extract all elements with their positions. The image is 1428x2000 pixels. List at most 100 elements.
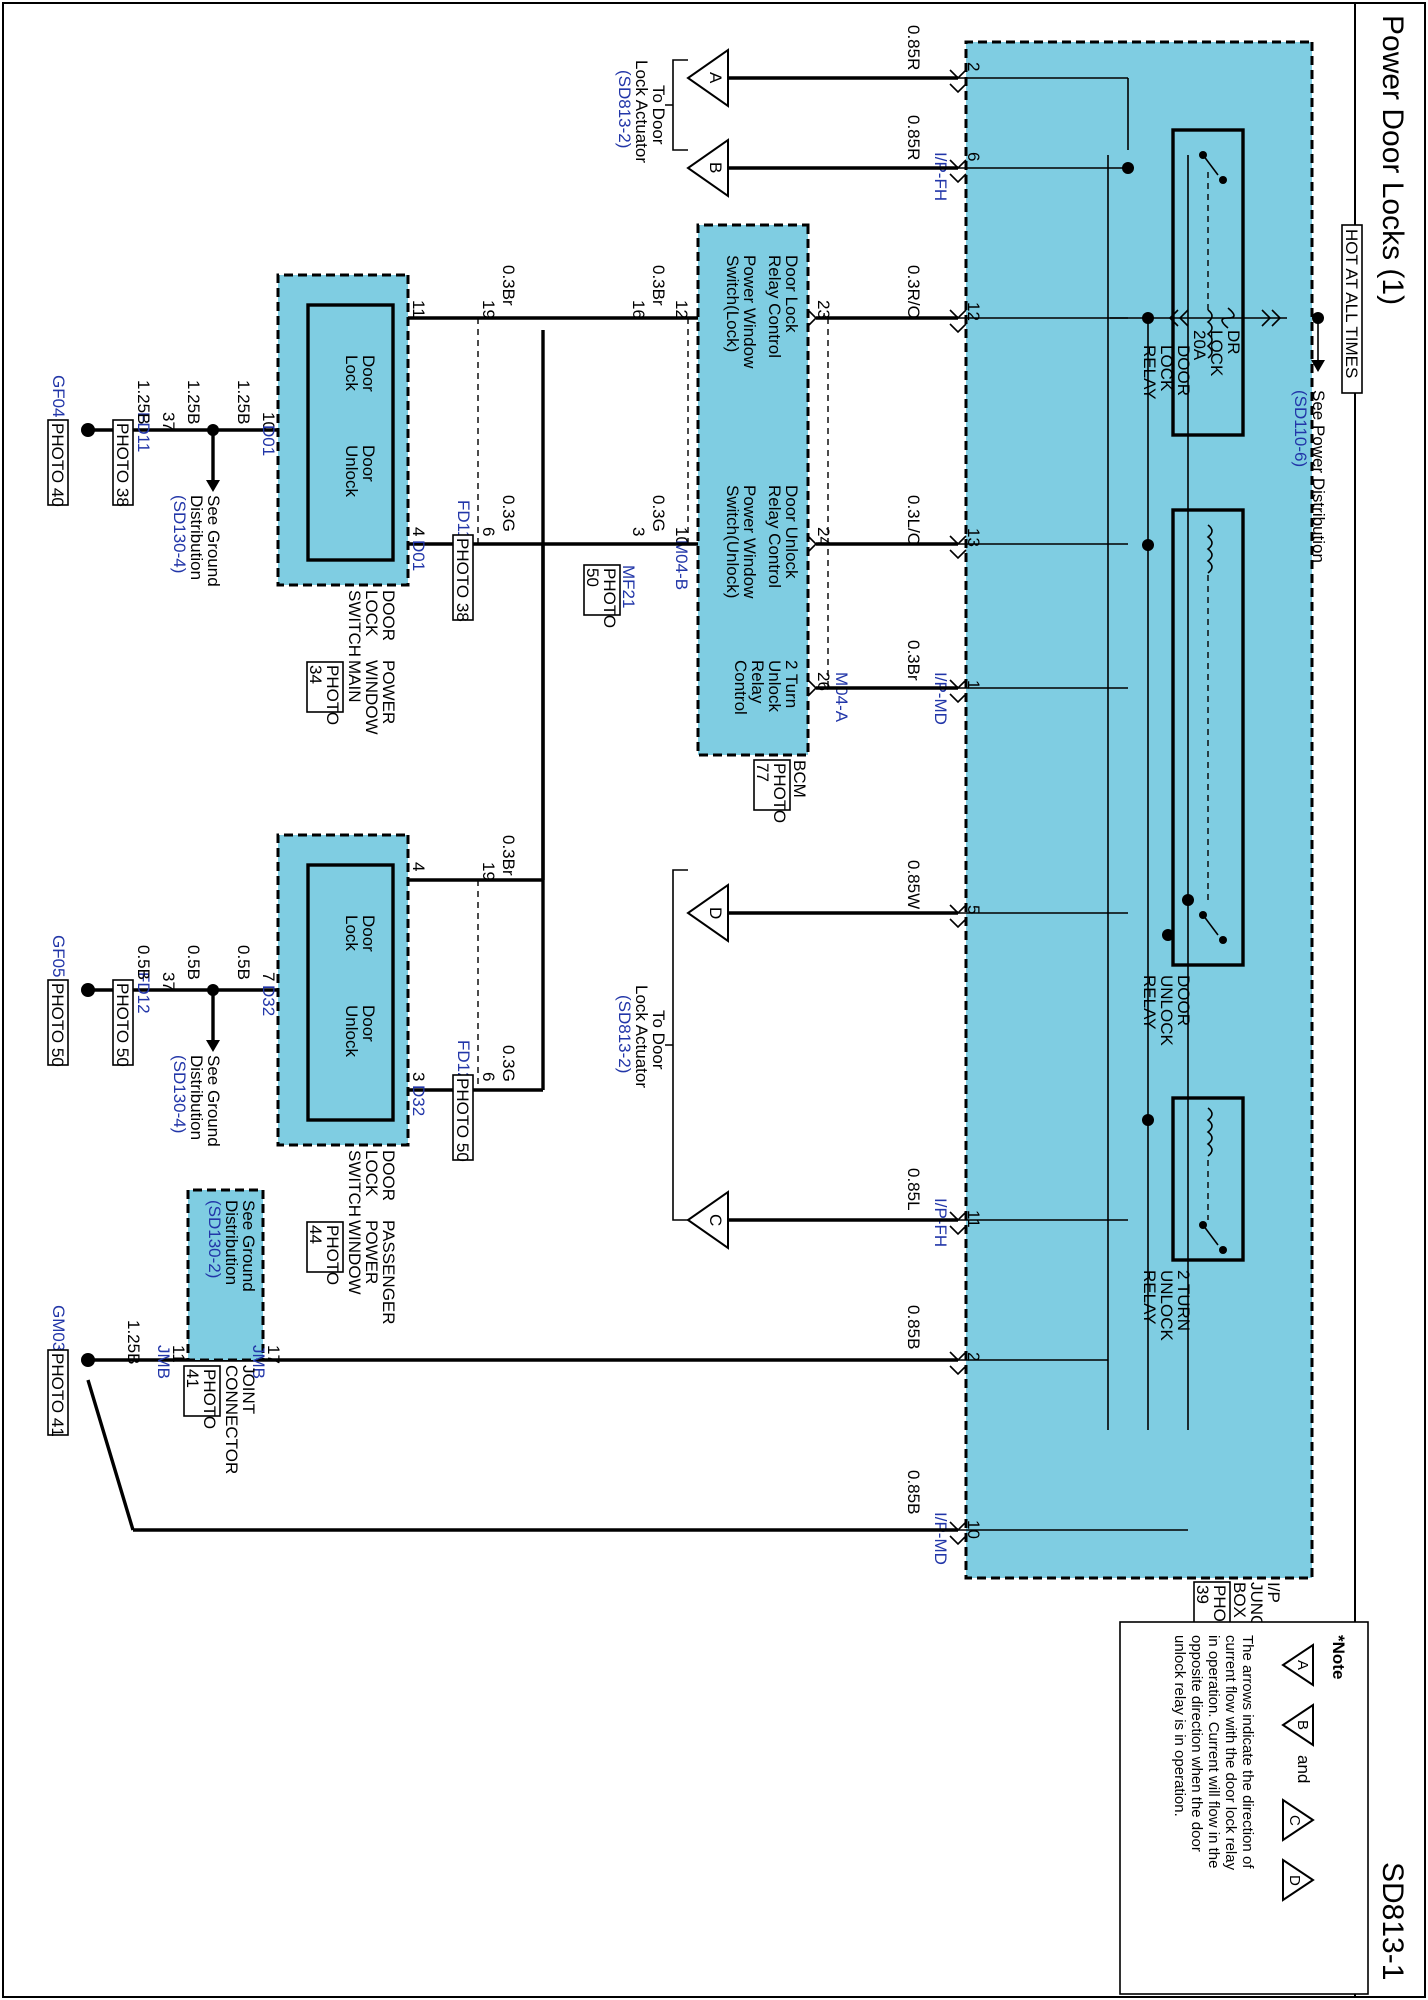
bcm-line: Control [731, 660, 750, 715]
bcm-module [696, 223, 810, 757]
wire-label: 0.3Br [649, 265, 668, 306]
pin-number: 2 [964, 1352, 983, 1361]
main-switch-inner [306, 303, 395, 562]
fd12-photo: PHOTO 50 [113, 983, 132, 1067]
relay-coil [1206, 309, 1213, 359]
wire-label: 1.25B [184, 380, 203, 424]
joint-ground-text: See Ground [239, 1200, 258, 1292]
actuator-label: Lock Actuator [632, 60, 651, 163]
hot-label-tag [1341, 224, 1363, 394]
wire-label: 0.3Br [499, 265, 518, 306]
pin-number: 2 [964, 62, 983, 71]
bcm-line: Relay Control [765, 485, 784, 588]
ground-dist-label: Distribution [187, 1055, 206, 1140]
two-turn-relay-label: 2 TURN [1174, 1270, 1193, 1331]
splice [1142, 312, 1154, 324]
connector-label: FD12 [134, 972, 153, 1014]
connector-label: I/P-MD [931, 1512, 950, 1565]
wire-label: 0.3G [649, 495, 668, 532]
bcm-photo: PHOTO [770, 763, 789, 823]
connector-label: FD11 [134, 412, 153, 452]
wire-label: 1.25B [134, 380, 153, 424]
pin-chevron [949, 904, 967, 929]
wire-label: 0.3G [499, 495, 518, 532]
relay-switch [1202, 914, 1219, 936]
relay-switch [1202, 1224, 1219, 1246]
door-lock-relay [1171, 128, 1245, 437]
actuator-arrow-d: D [686, 883, 729, 943]
door-unlock-relay-label: UNLOCK [1157, 975, 1176, 1047]
ground-label: GF05 [49, 935, 68, 978]
pin-number: 3 [629, 527, 648, 536]
passenger-switch-name: WINDOW [345, 1220, 364, 1295]
ground-dist-ref: (SD130-4) [170, 1055, 189, 1133]
wire-label: 0.5B [184, 945, 203, 980]
splice [1162, 929, 1174, 941]
connector-chevron [1261, 309, 1282, 327]
wire-label: 1.25B [124, 1320, 143, 1364]
ground-dist-arrow [206, 1040, 220, 1052]
fuse-rating: 20A [1190, 330, 1209, 361]
svg-text:B: B [706, 162, 725, 173]
gf05-photo: PHOTO 50 [48, 983, 67, 1067]
connector-label: FD11 [454, 500, 473, 540]
bcm-photo: 77 [753, 763, 772, 782]
relay-contact [1199, 911, 1207, 919]
bcm-line: Relay Control [765, 255, 784, 358]
pin-number: 5 [964, 905, 983, 914]
main-switch-name: POWER [379, 660, 398, 724]
pin-chevron [949, 69, 967, 94]
bcm-photo-tag [753, 759, 791, 811]
door-lock-relay-label: RELAY [1140, 345, 1159, 400]
main-switch-name: DOOR [379, 590, 398, 641]
note-arrow-d: D [1282, 1858, 1315, 1902]
joint-photo: 41 [183, 1369, 202, 1388]
main-switch-name: MAIN [345, 660, 364, 703]
ground-dist-label: See Ground [204, 495, 223, 587]
connector-chevron [1168, 309, 1189, 327]
pin-number: 6 [479, 1072, 498, 1081]
pin-chevron [949, 679, 967, 704]
two-turn-unlock-relay [1171, 1096, 1245, 1262]
splice [1142, 1114, 1154, 1126]
svg-text:D: D [1286, 1875, 1303, 1886]
pin-chevron [949, 535, 967, 560]
actuator-label: To Door [649, 1010, 668, 1070]
relay-switch [1202, 154, 1219, 176]
pin-number: 16 [629, 300, 648, 319]
bcm-line: 2 Turn [782, 660, 801, 708]
connector-label: MF21 [619, 565, 638, 608]
pin-number: 7 [259, 972, 278, 981]
connector-label: JMB [154, 1345, 173, 1379]
pin-number: 6 [964, 152, 983, 161]
note-line: opposite direction when the door [1188, 1635, 1205, 1852]
ground-label: GF04 [49, 375, 68, 418]
hot-at-all-times: HOT AT ALL TIMES [1342, 229, 1361, 378]
pin-number: 4 [409, 527, 428, 536]
note-arrow-b: B [1281, 1703, 1314, 1747]
passenger-switch-photo: 44 [306, 1225, 325, 1244]
note-line: The arrows indicate the direction of [1239, 1635, 1256, 1869]
wire-label: 0.3G [499, 1045, 518, 1082]
joint-connector-name: JOINT [239, 1365, 258, 1414]
actuator-ref: (SD813-2) [615, 70, 634, 148]
joint-photo-tag [183, 1365, 221, 1417]
junction-box [964, 40, 1314, 1580]
passenger-switch-photo-tag [306, 1221, 344, 1273]
relay-coil [1206, 524, 1213, 574]
relay-contact [1219, 936, 1227, 944]
ground-label: GM03 [49, 1305, 68, 1351]
note-line: in operation. Current will flow in the [1205, 1635, 1222, 1868]
splice [1142, 539, 1154, 551]
junction-box-photo: 39 [1193, 1585, 1212, 1604]
pin-number: 19 [479, 300, 498, 319]
connector-label: FD12 [454, 1040, 473, 1082]
svg-text:D: D [706, 907, 725, 919]
main-switch-photo-tag [306, 661, 344, 713]
bcm-line: Unlock [765, 660, 784, 712]
wire-label: 0.3R/O [904, 265, 923, 319]
fd12-photo: PHOTO 50 [453, 1078, 472, 1162]
splice [1312, 312, 1324, 324]
fuse-symbol [1221, 307, 1235, 329]
junction-box-name: I/P [1264, 1582, 1283, 1603]
